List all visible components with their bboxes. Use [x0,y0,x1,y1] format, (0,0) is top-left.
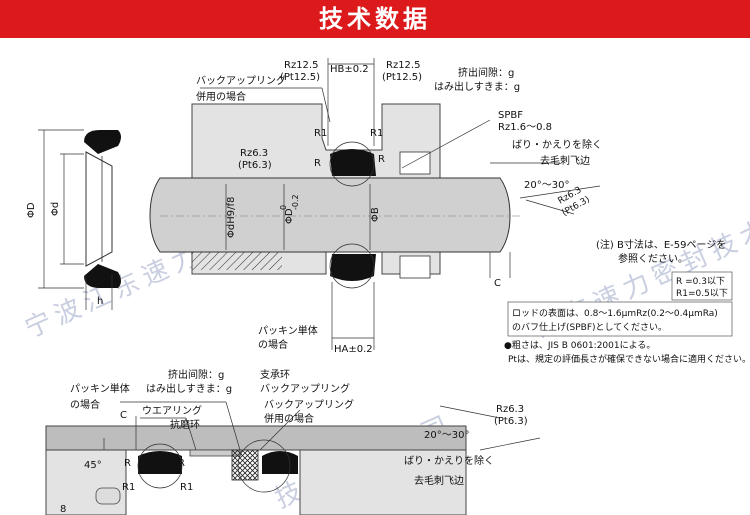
dim-c-bottom: C [120,410,127,421]
spbf-roughness: Rz1.6～0.8 [498,122,552,133]
note-b-dimension: (注) B寸法は、E-59ページを [596,238,726,251]
radius-r1-right: R1 [370,128,383,139]
backup-ring-label-top: バックアップリング [196,74,286,87]
header-banner [0,0,750,38]
radius-r-bottom-right: R [178,458,185,469]
backup-ring-label-top-2: 併用の場合 [196,90,246,103]
dim-phi-dH9: ΦdH9/f8 [226,197,237,238]
chamfer-angle-bottom: 20°～30° [424,430,469,441]
roughness-note-2: Ptは、規定の評価長さが確保できない場合に適用ください。 [508,353,750,365]
groove-width-hb: HB±0.2 [330,64,369,75]
packing-only-label: パッキン単体 [258,324,318,337]
dim-phi-B: ΦB [370,207,381,222]
radius-limit-r: R =0.3以下 [676,277,725,287]
dim-h-left: h [97,296,103,307]
note-b-dimension-2: 参照ください。 [618,252,688,265]
radius-limit-box [671,271,733,301]
surface-pt63-top: (Pt6.3) [238,160,272,171]
surface-rz125-left: Rz12.5 [284,60,318,71]
dim-c-top: C [494,278,501,289]
packing-only-label-bottom: パッキン単体 [70,382,130,395]
roughness-note: ●粗さは、JIS B 0601:2001による。 [504,339,655,351]
dim-phi-d-left: Φd [50,202,61,216]
support-ring-label: 支承环 [260,369,290,381]
extrusion-gap-label: 挤出间隙：g [458,66,514,79]
wear-ring-label-cn: 抗磨环 [170,418,200,431]
radius-r-left: R [314,158,321,169]
surface-rz125-right: Rz12.5 [386,60,420,71]
housing-top [149,103,520,289]
groove-width-ha: HA±0.2 [334,344,373,355]
dim-8: 8 [60,504,66,515]
backup-ring-label-bottom-2: 併用の場合 [264,412,314,425]
surface-pt63-bottom: (Pt6.3) [494,416,528,427]
rod-surface-note-box [507,301,733,337]
radius-r1-bottom-right: R1 [180,482,193,493]
extrusion-gap-label-bottom-2: はみ出しすきま：g [146,382,232,395]
packing-only-label-bottom-2: の場合 [70,398,100,411]
surface-pt125-left: (Pt12.5) [280,72,320,83]
rod-surface-note: ロッドの表面は、0.8～1.6μmRz(0.2～0.4μmRa) [512,307,718,319]
surface-pt125-right: (Pt12.5) [382,72,422,83]
rod-surface-note-2: のバフ仕上げ(SPBF)としてください。 [512,321,667,333]
deburr-label-cn: 去毛刺飞边 [540,155,590,167]
chamfer-45: 45° [84,460,102,471]
extrusion-gap-label-bottom: 挤出间隙：g [168,368,224,381]
dim-phi-D-left: ΦD [26,202,37,218]
technical-drawing: 宁波江东速力密封技术有限公司 江东速力密封技术有限公司 技术有限公司 ΦD Φd… [21,58,750,515]
seal-profile-left [38,129,121,310]
dim-phi-D-sup: 0 [279,205,288,210]
packing-only-label-2: の場合 [258,338,288,351]
radius-limit-r1: R1=0.5以下 [676,289,728,299]
dim-phi-D-sub: -0.2 [291,194,300,210]
support-ring-label-jp: バックアップリング [260,382,350,395]
radius-r-right: R [378,154,385,165]
radius-r-bottom-left: R [124,458,131,469]
deburr-label-bottom-cn: 去毛刺飞边 [414,475,464,487]
spbf-label: SPBF [498,110,523,121]
radius-r1-left: R1 [314,128,327,139]
extrusion-gap-label-2: はみ出しすきま：g [434,80,520,93]
surface-rz63-bottom: Rz6.3 [496,404,524,415]
chamfer-angle-top: 20°～30° [524,180,569,191]
wear-ring-label: ウエアリング [142,404,202,417]
dim-phi-D-tol: ΦD [284,208,295,224]
radius-r1-bottom-left: R1 [122,482,135,493]
deburr-label: ばり・かえりを除く [512,138,602,151]
housing-bottom [45,425,467,515]
deburr-label-bottom: ばり・かえりを除く [404,454,494,467]
backup-ring-label-bottom: バックアップリング [264,398,354,411]
surface-rz63-top: Rz6.3 [240,148,268,159]
page-title: 技术数据 [319,5,431,33]
